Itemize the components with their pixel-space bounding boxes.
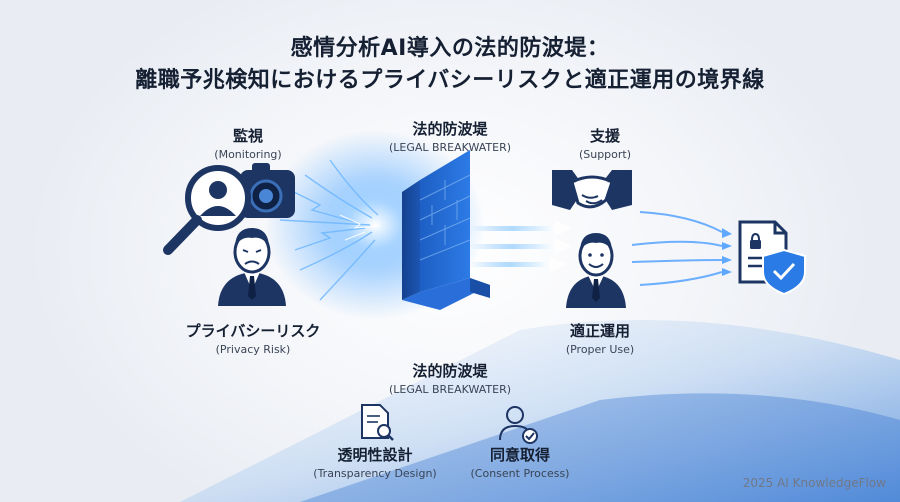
monitoring-label-jp: 監視 (232, 127, 263, 145)
support-label-jp: 支援 (589, 127, 620, 145)
proper-use-label: 適正運用 (Proper Use) (545, 320, 655, 356)
transparency-label: 透明性設計 (Transparency Design) (305, 444, 445, 480)
worried-employee-icon (218, 228, 286, 306)
breakwater-top-label-jp: 法的防波堤 (412, 120, 488, 138)
diagram-title-line-1: 感情分析AI導入の法的防波堤： (290, 36, 610, 61)
magnifier-icon (163, 163, 295, 255)
copyright-text: 2025 AI KnowledgeFlow (742, 476, 886, 490)
privacy-risk-label-en: (Privacy Risk) (215, 343, 291, 356)
breakwater-top-label-en: (LEGAL BREAKWATER) (388, 141, 512, 154)
breakwater-bottom-label-jp: 法的防波堤 (412, 362, 488, 380)
user-check-icon (499, 406, 538, 444)
handshake-icon (552, 170, 632, 210)
happy-employee-icon (566, 233, 626, 308)
diagram-title-line-2: 離職予兆検知におけるプライバシーリスクと適正運用の境界線 (135, 68, 765, 93)
shield-document-icon (738, 220, 806, 296)
consent-label: 同意取得 (Consent Process) (455, 444, 585, 480)
proper-use-label-en: (Proper Use) (565, 343, 635, 356)
consent-label-jp: 同意取得 (489, 446, 550, 464)
privacy-risk-label: プライバシーリスク (Privacy Risk) (163, 320, 343, 356)
privacy-risk-label-jp: プライバシーリスク (185, 322, 321, 340)
support-label: 支援 (Support) (555, 125, 655, 161)
breakwater-bottom-label: 法的防波堤 (LEGAL BREAKWATER) (370, 360, 530, 396)
monitoring-label: 監視 (Monitoring) (198, 125, 298, 161)
breakwater-bottom-label-en: (LEGAL BREAKWATER) (388, 383, 512, 396)
breakwater-top-label: 法的防波堤 (LEGAL BREAKWATER) (370, 118, 530, 154)
transparency-label-jp: 透明性設計 (337, 446, 413, 464)
support-label-en: (Support) (578, 148, 632, 161)
proper-use-label-jp: 適正運用 (569, 322, 630, 340)
consent-label-en: (Consent Process) (470, 467, 570, 480)
document-search-icon (361, 404, 394, 441)
monitoring-label-en: (Monitoring) (214, 148, 282, 161)
transparency-label-en: (Transparency Design) (313, 467, 437, 480)
breakwater-wall-icon (402, 150, 490, 310)
